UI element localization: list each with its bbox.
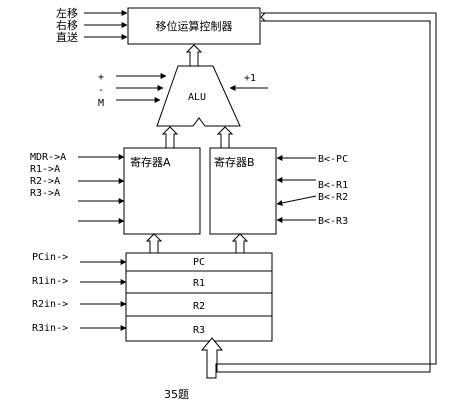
feedback-bus-head-top <box>260 12 266 18</box>
reg-b-arrow-r2 <box>276 195 317 206</box>
alu-input-plus-one: +1 <box>244 73 256 84</box>
alu-to-shifter-arrow <box>185 44 203 66</box>
regfile-row-r1: R1 <box>193 278 205 289</box>
register-b-box <box>209 147 277 235</box>
alu-input-plus: + <box>98 72 104 83</box>
alu-label: ALU <box>188 92 206 103</box>
register-a-label: 寄存器A <box>130 155 171 169</box>
regfile-row-r2: R2 <box>193 301 205 312</box>
reg-a-input-r3: R3->A <box>30 188 60 199</box>
shift-input-left: 左移 <box>56 7 78 20</box>
shift-input-direct: 直送 <box>56 30 78 44</box>
shift-controller-title: 移位运算控制器 <box>156 19 233 33</box>
alu-shape <box>156 65 241 127</box>
figure-caption: 35题 <box>164 388 189 401</box>
reg-b-input-r1: B<-R1 <box>318 180 348 191</box>
reg-a-to-alu-arrow <box>161 126 179 148</box>
feedback-bus-head-bottom <box>260 16 266 22</box>
reg-b-input-pc: B<-PC <box>318 154 348 165</box>
regfile-input-r1: R1in-> <box>32 276 68 287</box>
register-file <box>125 252 273 342</box>
reg-a-input-r1: R1->A <box>30 164 60 175</box>
regfile-to-reg-b-arrow <box>231 233 249 253</box>
regfile-row-r3: R3 <box>193 325 205 336</box>
feedback-bus <box>200 12 437 379</box>
reg-b-input-r3: B<-R3 <box>318 216 348 227</box>
alu-input-m: M <box>98 98 104 109</box>
regfile-input-r2: R2in-> <box>32 299 68 310</box>
regfile-row-pc: PC <box>193 257 205 268</box>
regfile-input-pc: PCin-> <box>32 252 68 263</box>
alu-input-minus: - <box>98 85 104 96</box>
reg-a-input-mdr: MDR->A <box>30 152 66 163</box>
register-b-label: 寄存器B <box>214 155 255 169</box>
shift-controller-box <box>127 7 261 45</box>
reg-a-input-r2: R2->A <box>30 176 60 187</box>
regfile-to-reg-a-arrow <box>145 233 163 253</box>
register-a-box <box>123 147 201 235</box>
regfile-input-r3: R3in-> <box>32 323 68 334</box>
reg-b-input-r2: B<-R2 <box>318 192 348 203</box>
reg-b-to-alu-arrow <box>216 126 234 148</box>
shift-input-right: 右移 <box>56 18 78 32</box>
